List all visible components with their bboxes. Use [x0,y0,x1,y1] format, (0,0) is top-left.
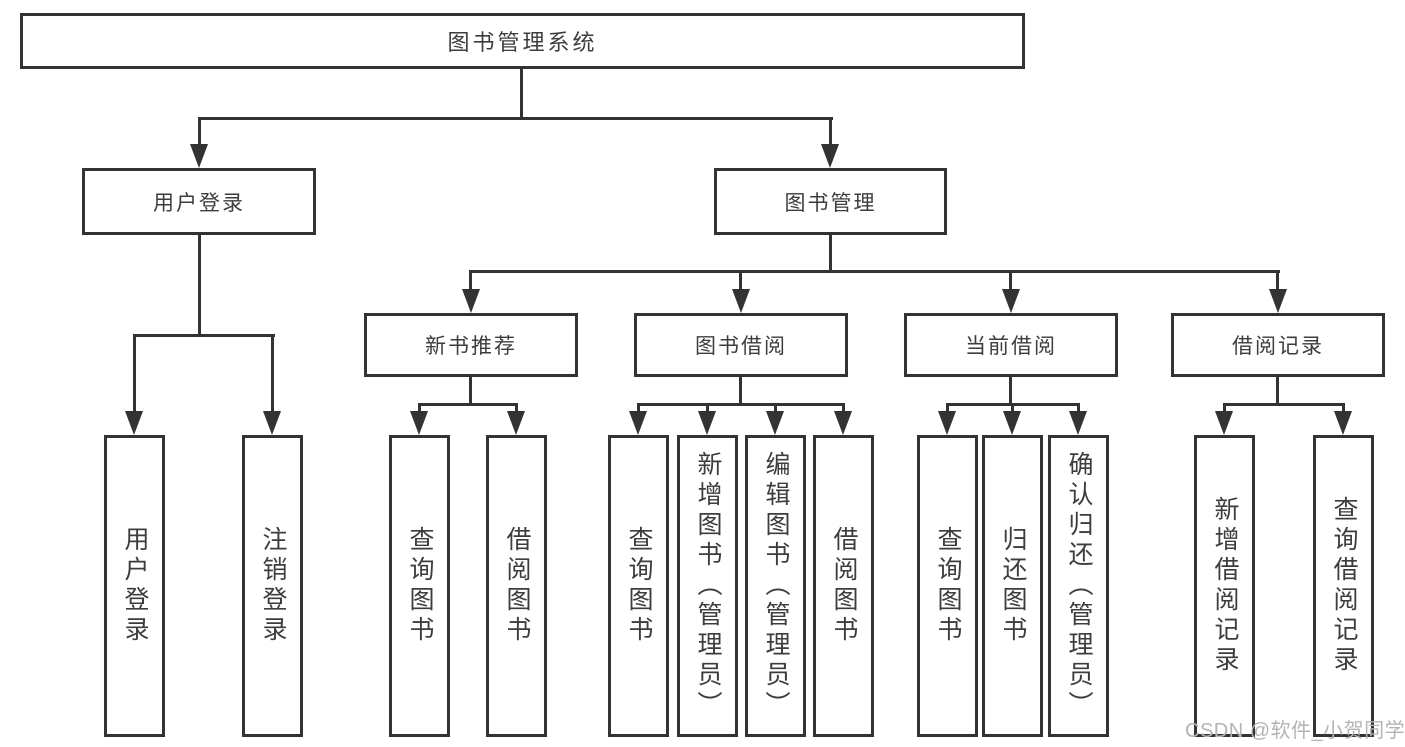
leaf-query-books: 查询图书 [389,435,450,737]
node-book-borrowing: 图书借阅 [634,313,848,377]
connector-line [469,377,472,406]
leaf-borrow-books: 借阅图书 [813,435,874,737]
arrow-down-icon [1069,411,1087,435]
connector-line [133,334,136,414]
connector-line [198,117,833,120]
connector-line [470,270,1280,273]
arrow-down-icon [766,411,784,435]
node-borrowing-records: 借阅记录 [1171,313,1385,377]
connector-line [637,403,640,415]
connector-line [1276,377,1279,406]
connector-line [829,235,832,273]
arrow-down-icon [1002,289,1020,313]
connector-line [1342,403,1345,415]
arrow-down-icon [698,411,716,435]
arrow-down-icon [821,144,839,168]
connector-line [706,403,709,415]
connector-line [198,117,201,147]
arrow-down-icon [462,289,480,313]
arrow-down-icon [190,144,208,168]
connector-line [418,403,421,415]
connector-line [774,403,777,415]
connector-line [520,69,523,117]
connector-line [515,403,518,415]
node-user-login: 用户登录 [82,168,316,235]
leaf-query-books: 查询图书 [608,435,669,737]
leaf-edit-books-admin: 编辑图书（管理员） [745,435,806,737]
leaf-confirm-return-admin: 确认归还（管理员） [1048,435,1109,737]
arrow-down-icon [1269,289,1287,313]
connector-line [469,270,472,292]
arrow-down-icon [507,411,525,435]
connector-line [133,334,275,337]
leaf-borrow-books: 借阅图书 [486,435,547,737]
connector-line [1223,403,1345,406]
leaf-add-borrow-record: 新增借阅记录 [1194,435,1255,737]
connector-line [1223,403,1226,415]
connector-line [739,377,742,406]
arrow-down-icon [629,411,647,435]
leaf-add-books-admin: 新增图书（管理员） [677,435,738,737]
arrow-down-icon [1215,411,1233,435]
connector-line [271,334,274,414]
connector-line [842,403,845,415]
connector-line [1011,403,1014,415]
connector-line [1276,270,1279,292]
connector-line [946,403,949,415]
connector-line [1009,270,1012,292]
arrow-down-icon [1003,411,1021,435]
connector-line [1009,377,1012,406]
arrow-down-icon [732,289,750,313]
connector-line [829,117,832,147]
node-new-book-recommendation: 新书推荐 [364,313,578,377]
connector-line [418,403,518,406]
arrow-down-icon [410,411,428,435]
watermark-text: CSDN @软件_小贺同学 [1185,720,1405,742]
arrow-down-icon [834,411,852,435]
connector-line [637,403,845,406]
leaf-query-borrow-record: 查询借阅记录 [1313,435,1374,737]
arrow-down-icon [263,411,281,435]
leaf-user-login: 用户登录 [104,435,165,737]
connector-line [1077,403,1080,415]
node-current-borrowing: 当前借阅 [904,313,1118,377]
arrow-down-icon [1334,411,1352,435]
leaf-return-books: 归还图书 [982,435,1043,737]
node-book-management: 图书管理 [714,168,947,235]
leaf-query-books: 查询图书 [917,435,978,737]
connector-line [739,270,742,292]
node-library-management-system: 图书管理系统 [20,13,1025,69]
connector-line [198,235,201,337]
arrow-down-icon [125,411,143,435]
leaf-logout: 注销登录 [242,435,303,737]
arrow-down-icon [938,411,956,435]
